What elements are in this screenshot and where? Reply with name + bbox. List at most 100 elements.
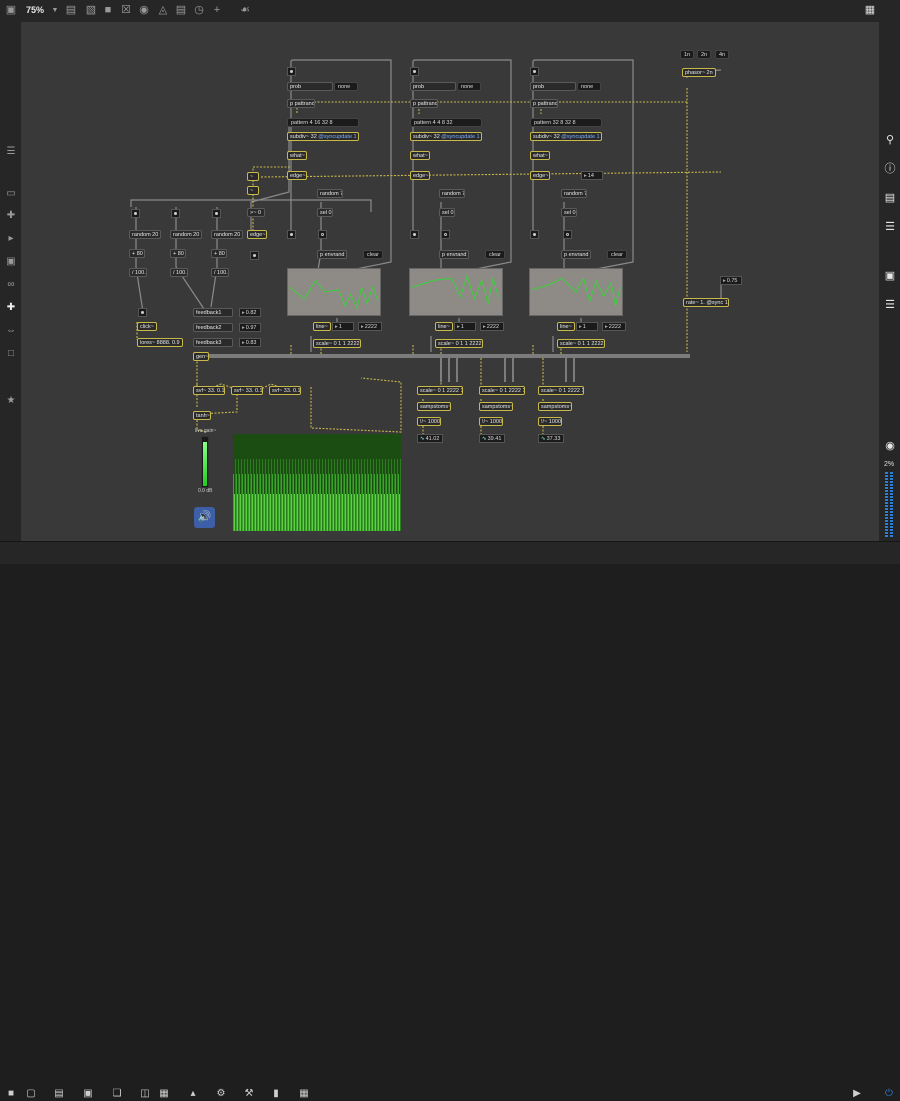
line-object-3[interactable]: line~	[557, 322, 575, 331]
line-number-2[interactable]: 1	[454, 322, 476, 331]
pattrand-object-3[interactable]: p pattrand	[530, 99, 558, 108]
bang-button-left[interactable]	[250, 251, 259, 260]
divide-object-1[interactable]: / 100.	[129, 268, 147, 277]
random20-object-2[interactable]: random 20	[170, 230, 202, 239]
new-object-icon[interactable]: ▤	[65, 4, 77, 16]
rate-4n-button[interactable]: 4n	[715, 50, 730, 59]
clock-icon[interactable]: ◉	[885, 440, 895, 452]
sampstoms-object-1[interactable]: sampstoms~	[417, 402, 451, 411]
feedback3-number[interactable]: 0.83	[239, 338, 261, 347]
function-plot-2[interactable]	[409, 268, 503, 316]
plus-icon[interactable]: +	[213, 4, 221, 16]
function-plot-1[interactable]	[287, 268, 381, 316]
chevron-down-icon[interactable]: ▼	[51, 7, 59, 14]
paint-icon[interactable]: ☙	[240, 4, 250, 16]
bang-button-1[interactable]	[287, 67, 296, 76]
dial-icon[interactable]: ◷	[194, 4, 204, 16]
lores-object[interactable]: lores~ 8888. 0.9	[137, 338, 183, 347]
none-message-2[interactable]: none	[457, 82, 481, 91]
random7-object-3[interactable]: random 7	[561, 189, 587, 198]
message-icon[interactable]: ▧	[85, 4, 97, 16]
sampstoms-object-3[interactable]: sampstoms~	[538, 402, 572, 411]
pattrand-object-1[interactable]: p pattrand	[287, 99, 315, 108]
grid-icon[interactable]: ▦	[864, 4, 876, 16]
what-object-1[interactable]: what~	[287, 151, 307, 160]
hierarchy-icon[interactable]: ▴	[190, 1088, 196, 1099]
windows-icon[interactable]: ❏	[112, 1088, 122, 1099]
pattrand-object-2[interactable]: p pattrand	[410, 99, 438, 108]
sel-object-3[interactable]: sel 0	[561, 208, 577, 217]
prob-object-2[interactable]: prob	[410, 82, 456, 91]
presentation-mode-icon[interactable]: ▢	[26, 1088, 36, 1099]
zoom-menu[interactable]: 75%	[26, 5, 45, 15]
scale-out-object-2[interactable]: scale~ 0 1 2222 1	[479, 386, 525, 395]
bang-button-2b[interactable]	[410, 230, 419, 239]
button-icon[interactable]: ◉	[139, 4, 149, 16]
divide-object-3[interactable]: / 100.	[211, 268, 229, 277]
divide-out-object-1[interactable]: !/~ 1000.	[417, 417, 441, 426]
speaker-icon[interactable]: 🔊	[194, 507, 215, 528]
mixer-icon[interactable]: ☰	[885, 299, 895, 311]
toggle-3[interactable]	[563, 230, 572, 239]
divide-object-2[interactable]: / 100.	[170, 268, 188, 277]
line-number2-1[interactable]: 2222	[358, 322, 382, 331]
none-message-3[interactable]: none	[577, 82, 601, 91]
what-object-2[interactable]: what~	[410, 151, 430, 160]
info-icon[interactable]: ⓘ	[884, 163, 896, 175]
prob-object-1[interactable]: prob	[287, 82, 333, 91]
subdiv-object-3[interactable]: subdiv~ 32 @syncupdate 1	[530, 132, 602, 141]
click-object[interactable]: click~	[137, 322, 157, 331]
plus80-object-3[interactable]: + 80	[211, 249, 227, 258]
random20-object-1[interactable]: random 20	[129, 230, 161, 239]
edge-object-1[interactable]: edge~	[287, 171, 307, 180]
plugin-icon[interactable]: ✚	[6, 302, 16, 313]
divide-out-object-2[interactable]: !/~ 1000.	[479, 417, 503, 426]
gain-meter[interactable]	[201, 436, 209, 488]
scale-object-1[interactable]: scale~ 0 1 1 2222	[313, 339, 361, 348]
book-icon[interactable]: ▤	[884, 192, 896, 204]
function-plot-3[interactable]	[529, 268, 623, 316]
swap-icon[interactable]: ⇔	[6, 325, 16, 336]
sel-object-1[interactable]: sel 0	[317, 208, 333, 217]
tilde-object-a[interactable]: ~	[247, 172, 259, 181]
toggle-icon[interactable]: ◬	[158, 4, 168, 16]
random20-object-3[interactable]: random 20	[211, 230, 243, 239]
edge-object-left[interactable]: edge~	[247, 230, 267, 239]
svf-object-3[interactable]: svf~ 33. 0.1	[269, 386, 301, 395]
pattern-message-3[interactable]: pattern 32 8 32 8	[530, 118, 602, 127]
plus80-object-1[interactable]: + 80	[129, 249, 145, 258]
toggle-2[interactable]	[441, 230, 450, 239]
plus80-object-2[interactable]: + 80	[170, 249, 186, 258]
search-icon[interactable]: ⚲	[885, 134, 895, 146]
star-icon[interactable]: ★	[6, 395, 16, 406]
toggle-1[interactable]	[318, 230, 327, 239]
envrand-object-2[interactable]: p envrand	[439, 250, 469, 259]
line-number2-3[interactable]: 2222	[602, 322, 626, 331]
bang-button-3[interactable]	[530, 67, 539, 76]
piano-icon[interactable]: ▮	[273, 1088, 279, 1099]
line-number-1[interactable]: 1	[332, 322, 354, 331]
bang-button-r3[interactable]	[212, 209, 221, 218]
scale-out-object-1[interactable]: scale~ 0 1 2222 1	[417, 386, 463, 395]
grid-snap-icon[interactable]: ▦	[159, 1088, 169, 1099]
sidebar-toggle-icon[interactable]: ▣	[5, 4, 17, 16]
envrand-object-3[interactable]: p envrand	[561, 250, 591, 259]
patcher-icon[interactable]: ▤	[54, 1088, 64, 1099]
clear-message-1[interactable]: clear	[363, 250, 383, 259]
clear-message-2[interactable]: clear	[485, 250, 505, 259]
greater-than-object[interactable]: >~ 0	[247, 208, 265, 217]
what-object-3[interactable]: what~	[530, 151, 550, 160]
edge-object-3[interactable]: edge~	[530, 171, 550, 180]
svf-object-1[interactable]: svf~ 33. 0.1	[193, 386, 225, 395]
bang-button-2[interactable]	[410, 67, 419, 76]
random7-object-2[interactable]: random 7	[439, 189, 465, 198]
camera-icon[interactable]: ▣	[884, 270, 896, 282]
sampstoms-object-2[interactable]: sampstoms~	[479, 402, 513, 411]
divide-out-object-3[interactable]: !/~ 1000.	[538, 417, 562, 426]
pattern-message-2[interactable]: pattern 4 4 8 32	[410, 118, 482, 127]
rate-1n-button[interactable]: 1n	[680, 50, 695, 59]
edge-number[interactable]: 14	[581, 171, 603, 180]
line-object-1[interactable]: line~	[313, 322, 331, 331]
bang-button-1b[interactable]	[287, 230, 296, 239]
envrand-object-1[interactable]: p envrand	[317, 250, 347, 259]
